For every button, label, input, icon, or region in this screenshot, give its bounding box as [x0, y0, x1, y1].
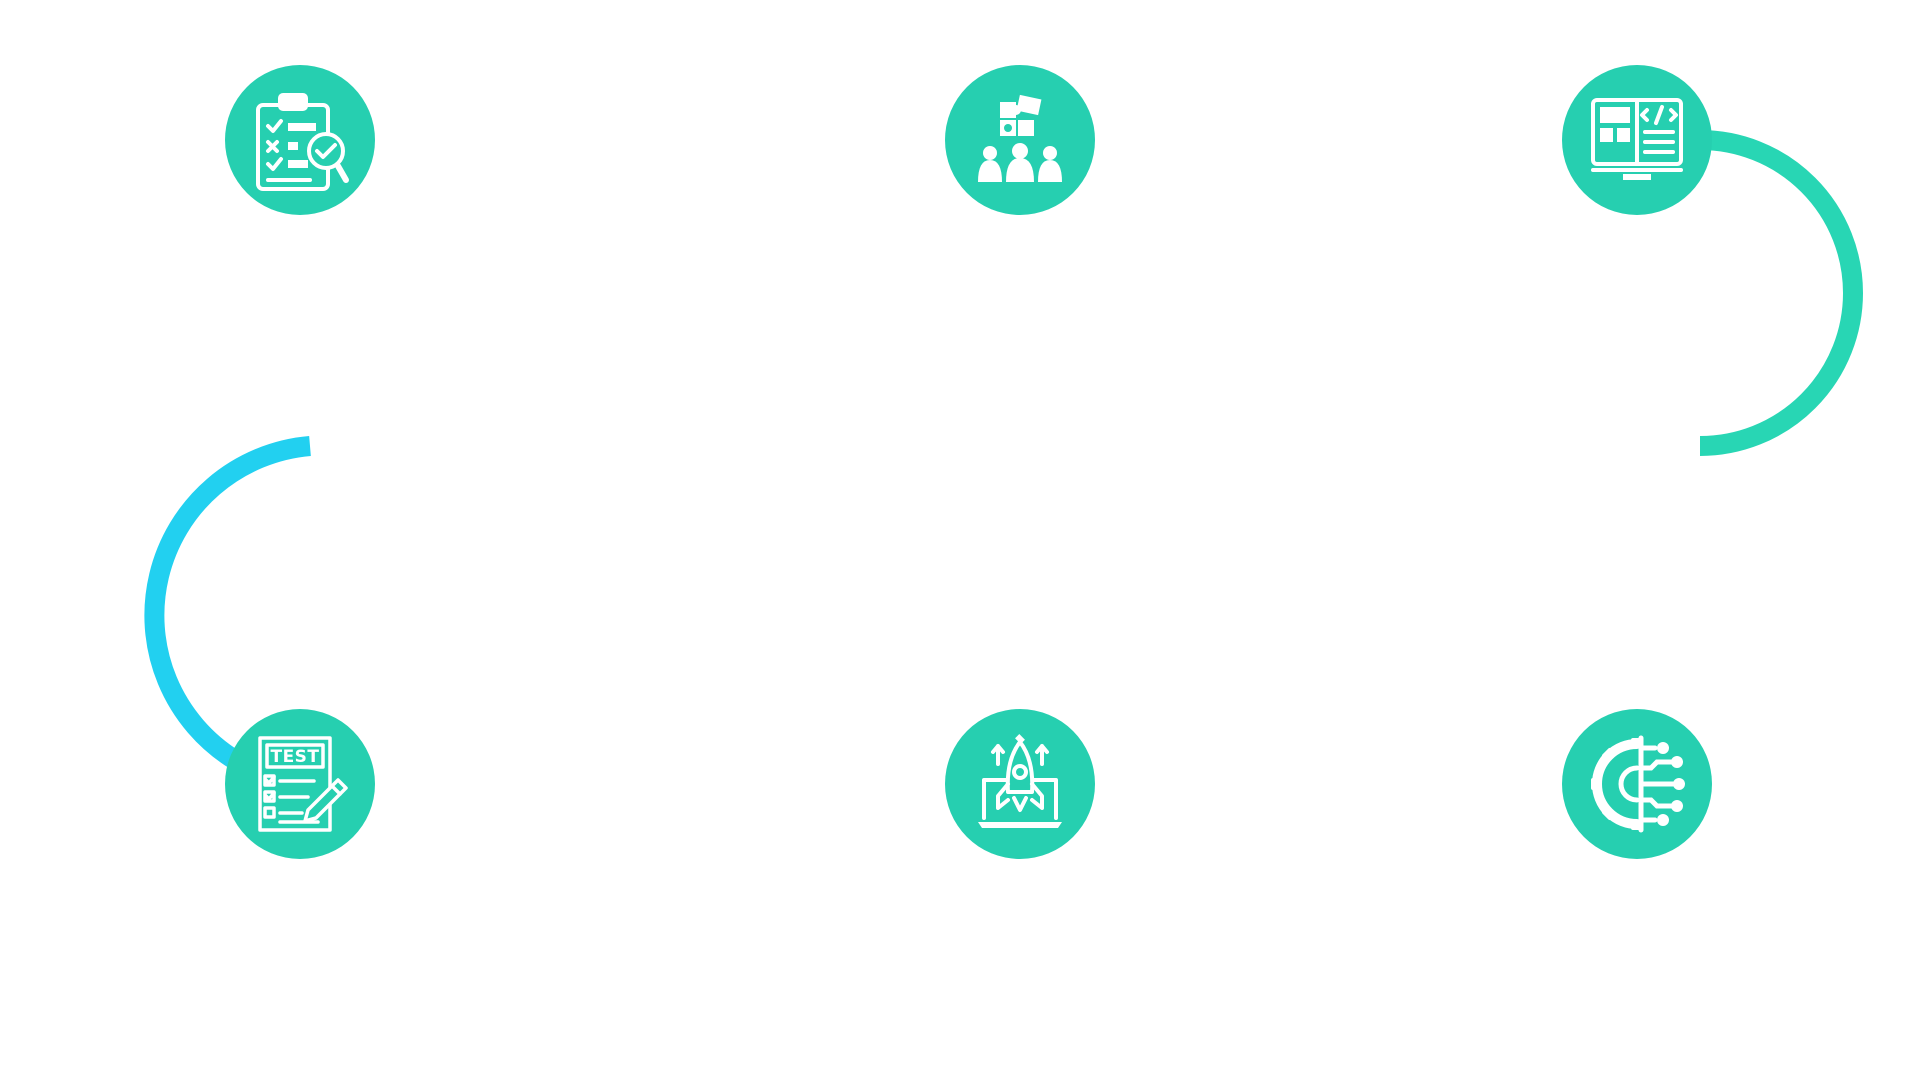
node-step-6: TEST [225, 709, 375, 859]
node-step-3 [1562, 65, 1712, 215]
node-step-5 [945, 709, 1095, 859]
test-label: TEST [270, 747, 319, 767]
rocket-laptop-icon [978, 734, 1062, 828]
puzzle-team-icon [978, 94, 1062, 182]
clipboard-checklist-search-icon [256, 93, 349, 191]
roadmap-path [144, 130, 1863, 794]
test-sheet-pencil-icon: TEST [258, 736, 348, 832]
path-curve-right [1650, 130, 1863, 456]
node-circle [1562, 709, 1712, 859]
path-curve-left [144, 436, 311, 769]
monitor-code-layout-icon [1591, 98, 1683, 180]
node-circle [225, 65, 375, 215]
node-step-1 [225, 65, 375, 215]
node-step-4 [1562, 709, 1712, 859]
node-circle [945, 65, 1095, 215]
node-step-2 [945, 65, 1095, 215]
node-circle [225, 709, 375, 859]
gear-circuit-icon [1591, 735, 1685, 833]
